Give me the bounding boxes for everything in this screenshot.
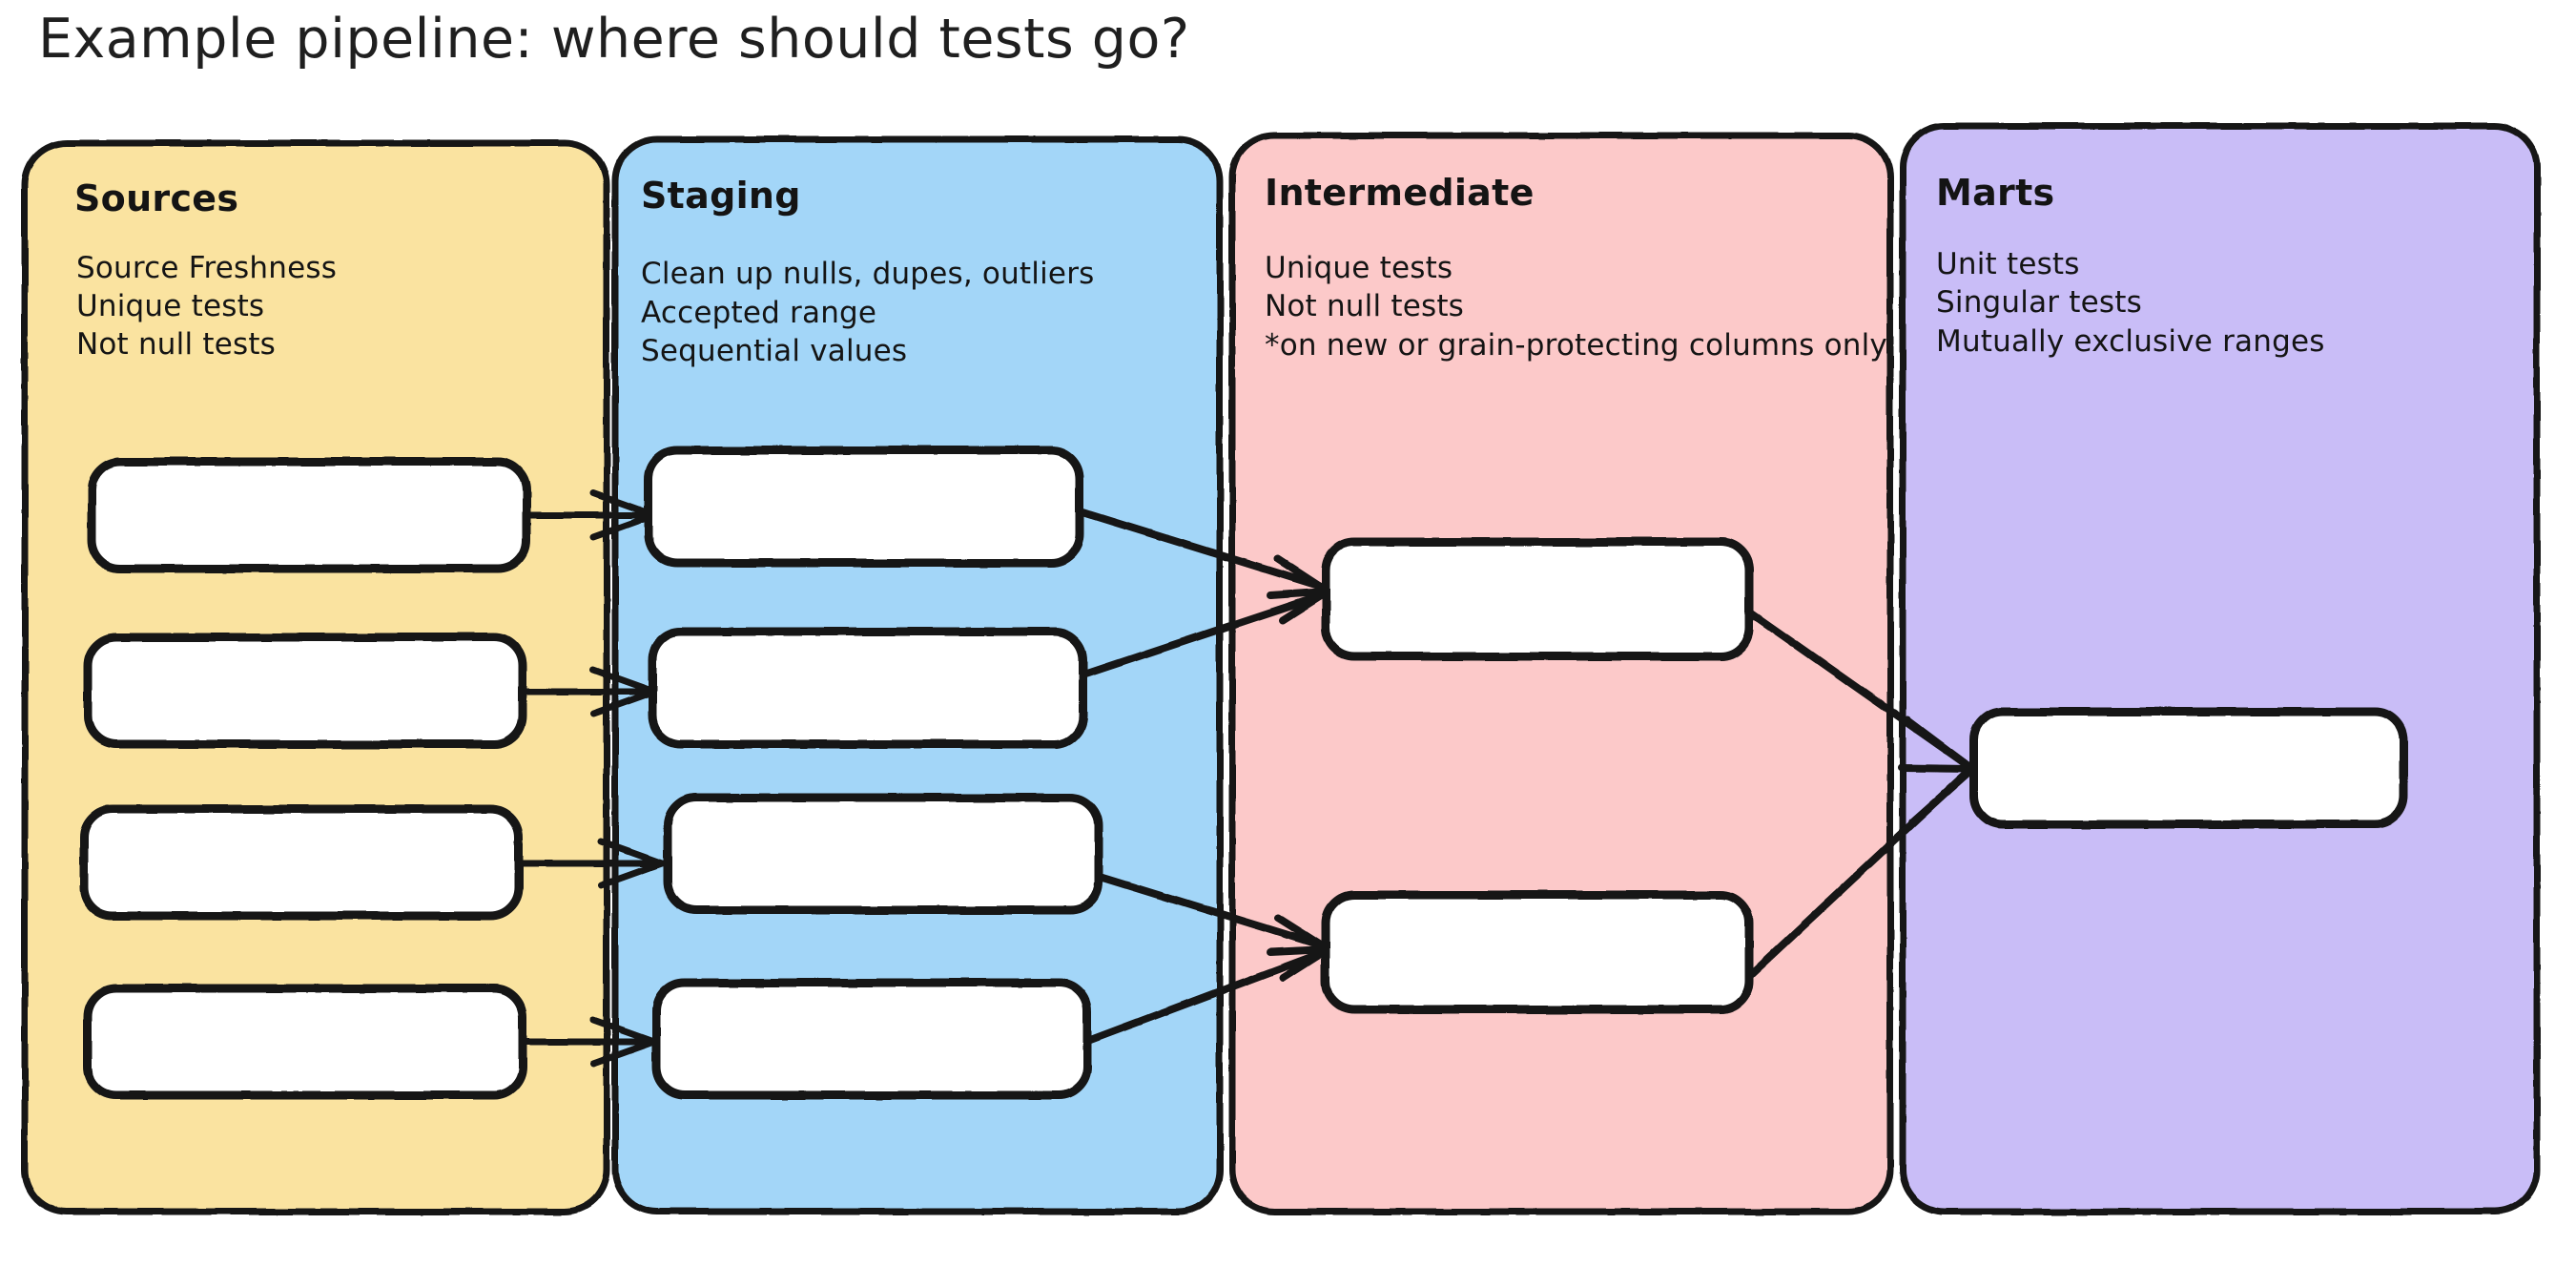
panel-line-sources-2: Not null tests xyxy=(76,327,277,362)
node-box[interactable] xyxy=(1969,707,2408,829)
edge-arrowhead-int1-c xyxy=(1279,588,1331,624)
panel-line-sources-0: Source Freshness xyxy=(76,251,338,285)
edge-stg4-int2 xyxy=(1066,950,1323,1051)
edge-group-sources-staging xyxy=(519,489,666,1068)
edge-src1-stg1-head-a xyxy=(589,489,658,519)
edge-arrowhead-int2-c xyxy=(1279,945,1331,982)
node-box[interactable] xyxy=(83,633,527,749)
edge-group-staging-intermediate xyxy=(1066,505,1331,1051)
edge-group-intermediate-marts xyxy=(1743,607,1976,982)
node-box[interactable] xyxy=(1321,890,1754,1014)
edge-src3-stg3-head-b xyxy=(597,860,666,889)
panel-heading-marts: Marts xyxy=(1936,172,2055,214)
edge-arrowhead-int2-b xyxy=(1267,945,1331,956)
edge-arrowhead-int1-b xyxy=(1267,588,1331,599)
panel-line-sources-1: Unique tests xyxy=(76,289,265,323)
edge-arrowhead-int2-a xyxy=(1274,914,1331,953)
node-box[interactable] xyxy=(644,446,1084,568)
edge-stg2-int1 xyxy=(1066,592,1323,683)
panel-heading-staging: Staging xyxy=(641,175,801,217)
edge-stg3-int2 xyxy=(1074,866,1323,948)
node-box[interactable] xyxy=(87,457,531,573)
node-box[interactable] xyxy=(651,978,1092,1100)
node-box[interactable] xyxy=(1321,537,1754,661)
node-box[interactable] xyxy=(663,793,1103,915)
panel-line-staging-1: Accepted range xyxy=(641,296,877,330)
edge-src3-stg3-head-a xyxy=(597,838,666,867)
panel-line-staging-0: Clean up nulls, dupes, outliers xyxy=(641,257,1095,291)
node-box[interactable] xyxy=(648,627,1088,749)
edge-src4-stg4-head-b xyxy=(589,1038,658,1068)
edge-src2-stg2-head-a xyxy=(589,666,658,695)
panel-line-staging-2: Sequential values xyxy=(641,334,908,368)
node-box[interactable] xyxy=(79,804,524,921)
panel-marts xyxy=(1899,122,2541,1215)
edge-arrowhead-mart1-b xyxy=(1898,764,1976,773)
panel-line-intermediate-2: *on new or grain-protecting columns only xyxy=(1265,328,1887,363)
edge-arrowhead-mart1-c xyxy=(1908,765,1976,826)
panel-line-marts-2: Mutually exclusive ranges xyxy=(1936,324,2325,359)
edge-arrowhead-int1-a xyxy=(1274,555,1331,595)
edge-src1-stg1-head-b xyxy=(589,511,658,541)
panel-heading-sources: Sources xyxy=(74,177,239,219)
panel-line-intermediate-0: Unique tests xyxy=(1265,251,1453,285)
node-box[interactable] xyxy=(83,984,527,1100)
panel-line-marts-0: Unit tests xyxy=(1936,247,2080,281)
panel-line-marts-1: Singular tests xyxy=(1936,285,2142,320)
panel-line-intermediate-1: Not null tests xyxy=(1265,289,1465,323)
node-group xyxy=(79,446,2408,1100)
edge-arrowhead-mart1-a xyxy=(1904,716,1976,773)
page-title: Example pipeline: where should tests go? xyxy=(38,8,1190,71)
edge-src4-stg4-head-a xyxy=(589,1016,658,1046)
edge-stg1-int1 xyxy=(1066,505,1323,590)
edge-src2-stg2-head-b xyxy=(589,688,658,717)
panel-heading-intermediate: Intermediate xyxy=(1265,172,1535,214)
